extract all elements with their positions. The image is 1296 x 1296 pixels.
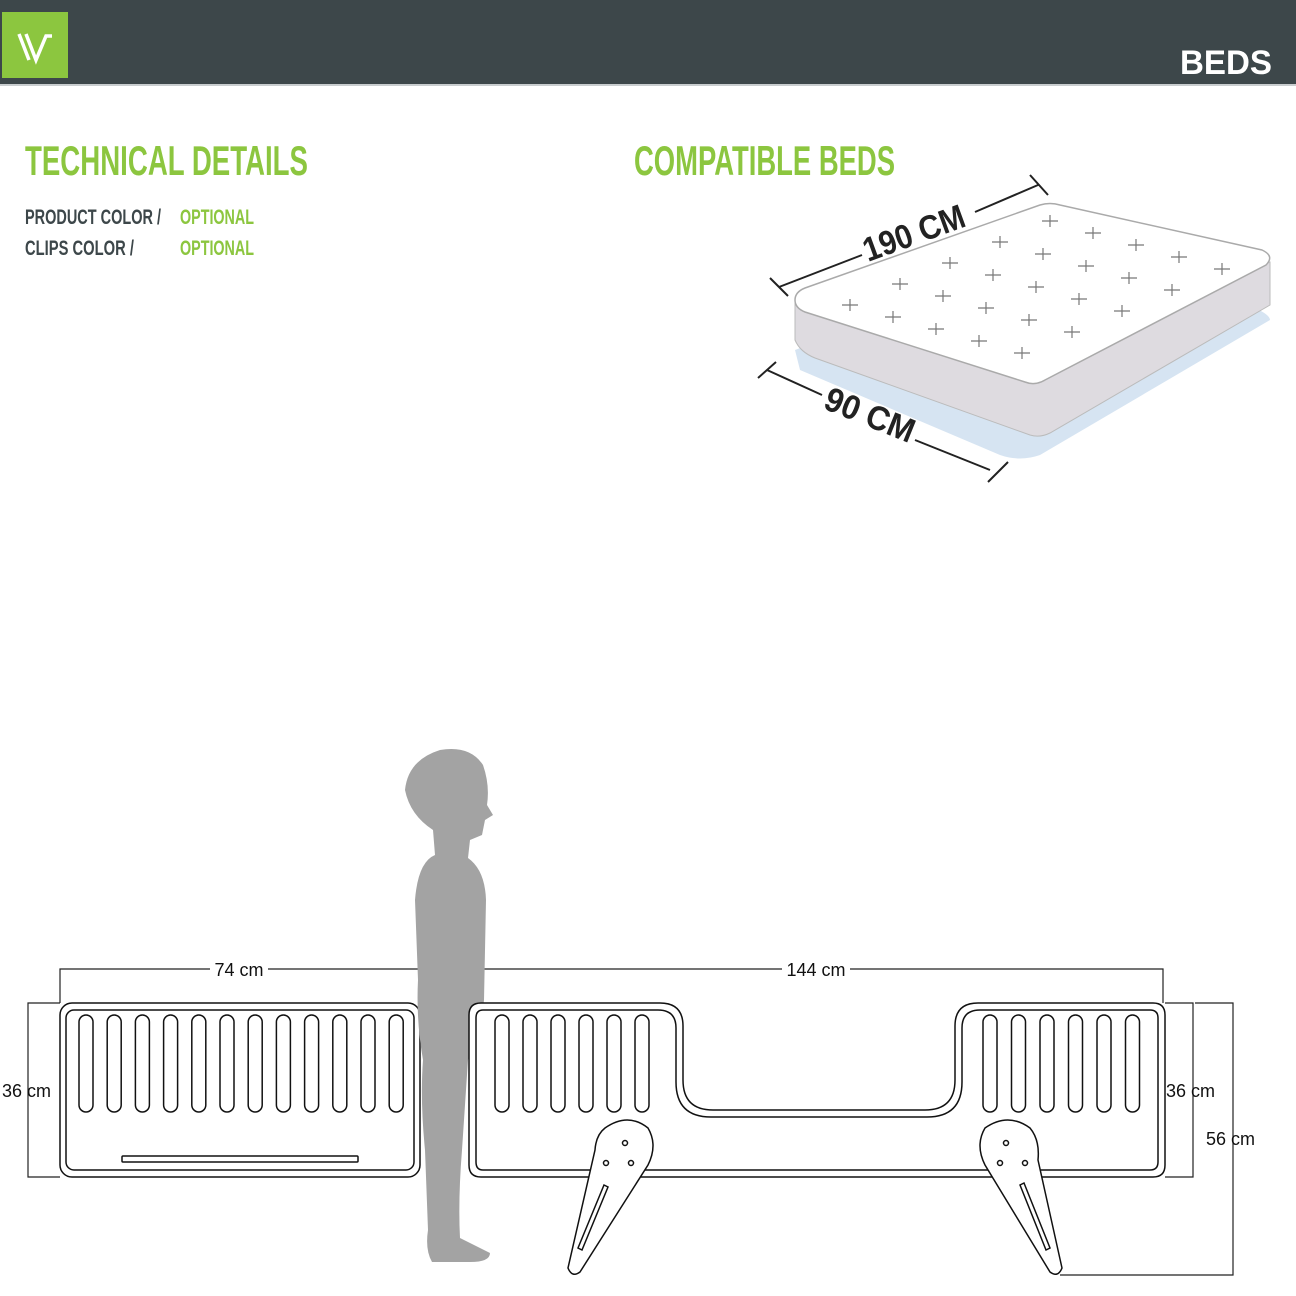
bed-leg-right [979,1119,1063,1275]
product-color-value: OPTIONAL [180,206,254,229]
rail-slot [191,1014,207,1113]
plus-mark [1014,347,1030,359]
plus-mark [1214,263,1230,275]
small-bed-rail [59,1002,421,1178]
plus-mark [978,302,994,314]
plus-mark [1064,326,1080,338]
rail-slot [982,1014,998,1113]
brand-logo-icon [17,33,52,65]
rail-slot [275,1014,292,1113]
rail-slot [106,1014,122,1113]
rail-slot [606,1014,622,1113]
plus-mark [1035,248,1051,260]
clips-color-value: OPTIONAL [180,237,254,260]
large-panel-height-label: 36 cm [1166,1081,1215,1101]
rail-slot [78,1014,94,1113]
large-panel-width-label: 144 cm [786,960,845,980]
plus-mark [1071,293,1087,305]
small-panel-height-label: 36 cm [2,1081,51,1101]
plus-mark [992,236,1008,248]
header-bar [0,0,1296,86]
plus-mark [842,299,858,311]
category-title: BEDS [1180,44,1272,82]
plus-mark [1114,305,1130,317]
plus-mark [928,323,944,335]
rail-slot [134,1014,151,1113]
rail-slot [332,1014,348,1113]
plus-mark [971,335,987,347]
plus-mark [1078,260,1094,272]
compatible-beds-title: COMPATIBLE BEDS [634,137,895,184]
plus-mark [1021,314,1037,326]
mattress-illustration: 190 CM 90 CM [757,174,1271,483]
rail-slot [219,1014,235,1113]
rail-slot [360,1014,376,1113]
rail-slot [303,1014,320,1113]
rail-slot [1124,1014,1141,1113]
rail-slot [247,1014,263,1113]
small-panel-width-label: 74 cm [214,960,263,980]
rail-slot [1010,1014,1027,1113]
rail-slot [550,1014,566,1113]
plus-mark [1171,251,1187,263]
rail-slot [494,1014,510,1113]
plus-mark [942,257,958,269]
plus-mark [985,269,1001,281]
plus-mark [1164,284,1180,296]
rail-slot [1067,1014,1084,1113]
technical-details-title: TECHNICAL DETAILS [25,137,308,184]
plus-mark [1128,239,1144,251]
human-silhouette [405,749,493,1262]
plus-mark [892,278,908,290]
rail-slot [634,1014,650,1113]
rail-slot [1039,1014,1055,1113]
plus-mark [1042,215,1058,227]
rail-slot [578,1014,594,1113]
rail-slot [1096,1014,1112,1113]
plus-mark [885,311,901,323]
plus-mark [1028,281,1044,293]
rail-slot [388,1014,404,1113]
product-color-label: PRODUCT COLOR / [25,206,161,229]
plus-mark [1085,227,1101,239]
plus-mark [1121,272,1137,284]
rail-slot [162,1014,179,1113]
total-height-label: 56 cm [1206,1129,1255,1149]
rail-slot [522,1014,538,1113]
brand-logo[interactable] [2,12,68,78]
clips-color-label: CLIPS COLOR / [25,237,134,260]
bed-leg-left [567,1119,654,1275]
quilting-marks [842,215,1230,359]
plus-mark [935,290,951,302]
large-bed-rail [468,1002,1166,1275]
